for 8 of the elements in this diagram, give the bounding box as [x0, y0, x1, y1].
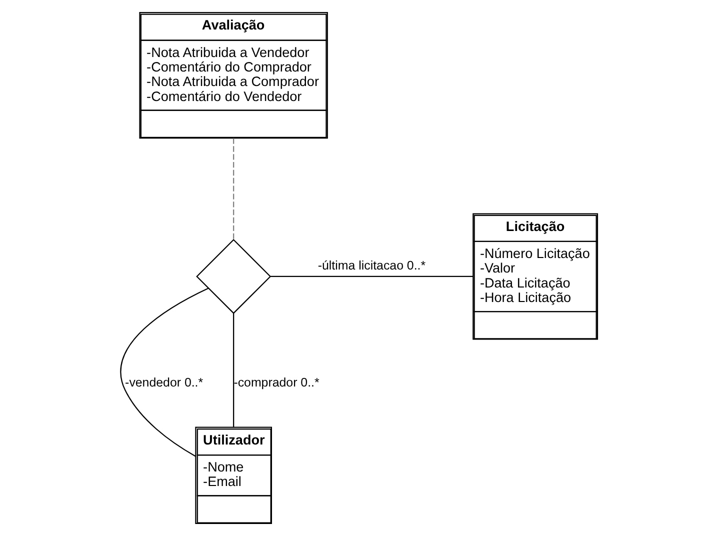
connector [120, 288, 208, 457]
connector [232, 138, 234, 240]
edge-label: -última licitacao 0..* [317, 258, 426, 272]
connector [270, 276, 473, 278]
node-diamond [196, 238, 271, 314]
edge-label: -vendedor 0..* [124, 375, 203, 390]
edge-label: -comprador 0..* [233, 375, 319, 390]
connector [232, 313, 234, 428]
